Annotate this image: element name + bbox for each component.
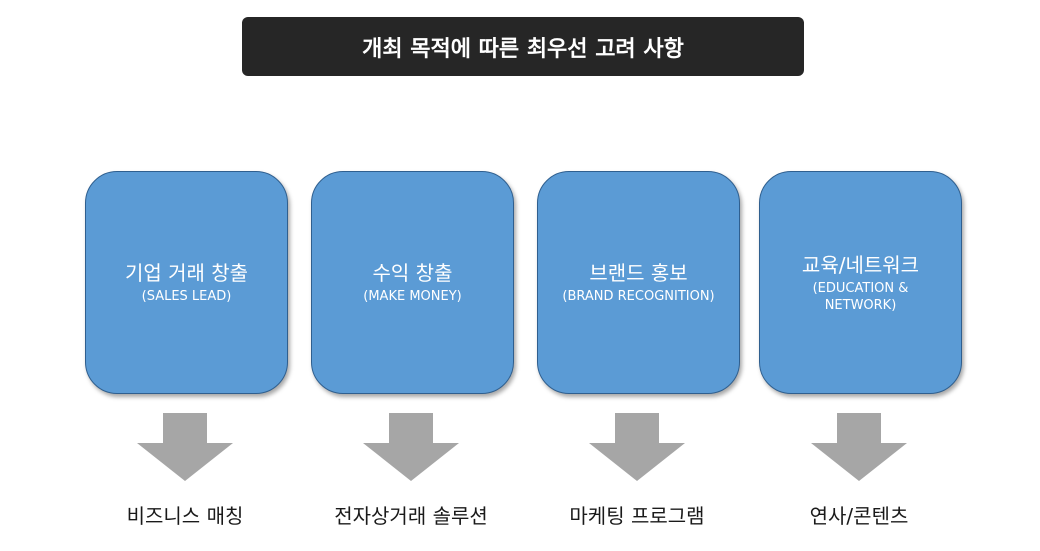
card-title: 교육/네트워크 xyxy=(801,252,920,277)
outcome-label: 비즈니스 매칭 xyxy=(126,504,244,528)
card-title: 수익 창출 xyxy=(372,261,453,285)
outcome-label: 전자상거래 솔루션 xyxy=(334,504,488,528)
down-arrow-icon xyxy=(811,413,907,481)
outcome-label: 마케팅 프로그램 xyxy=(569,504,705,528)
card-subtitle: (SALES LEAD) xyxy=(141,289,232,304)
card-title: 브랜드 홍보 xyxy=(589,261,688,285)
down-arrow-icon xyxy=(363,413,459,481)
purpose-card-sales-lead: 기업 거래 창출 (SALES LEAD) xyxy=(85,171,288,394)
diagram-title: 개최 목적에 따른 최우선 고려 사항 xyxy=(242,17,804,76)
card-subtitle: (BRAND RECOGNITION) xyxy=(562,289,715,304)
purpose-card-education-network: 교육/네트워크 (EDUCATION & NETWORK) xyxy=(759,171,962,394)
card-subtitle: (EDUCATION & NETWORK) xyxy=(812,280,909,313)
purpose-card-make-money: 수익 창출 (MAKE MONEY) xyxy=(311,171,514,394)
down-arrow-icon xyxy=(137,413,233,481)
purpose-card-brand-recognition: 브랜드 홍보 (BRAND RECOGNITION) xyxy=(537,171,740,394)
down-arrow-icon xyxy=(589,413,685,481)
card-title: 기업 거래 창출 xyxy=(124,261,249,285)
outcome-label: 연사/콘텐츠 xyxy=(809,504,909,528)
card-subtitle: (MAKE MONEY) xyxy=(363,289,462,304)
